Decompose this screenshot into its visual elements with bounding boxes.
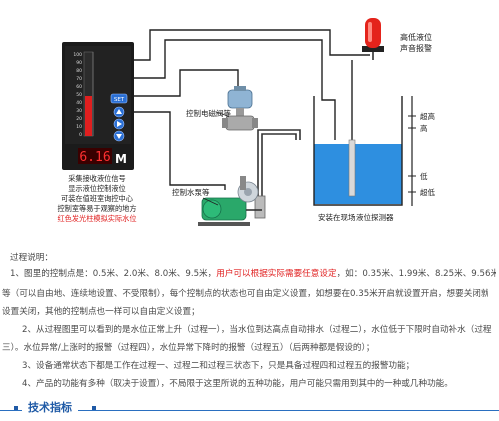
svg-text:50: 50 (76, 92, 82, 98)
level-sensor-icon (348, 60, 356, 197)
description-heading: 过程说明： (10, 253, 53, 263)
svg-text:30: 30 (76, 108, 82, 114)
meter-scale: 100 90 80 70 60 50 40 30 20 10 0 (73, 52, 82, 138)
description-line-3: 设置关闭，其他的控制点也一样可以自由定义设置； (2, 307, 200, 317)
svg-text:采集接收液位信号: 采集接收液位信号 (68, 174, 126, 183)
level-extra-low: 超低 (420, 187, 435, 197)
water-pipe (257, 129, 301, 215)
svg-text:20: 20 (76, 116, 82, 122)
water-pump-icon (198, 176, 259, 226)
sensor-label-2: 液位探测器 (356, 212, 394, 222)
meter-caption: 采集接收液位信号 显示液位控制液位 可装在值班室询控中心 控制室等易于观察的地方… (57, 174, 136, 223)
red-level-bar (85, 96, 92, 136)
svg-text:60: 60 (76, 84, 82, 90)
meter-readout: 6.16 (79, 150, 110, 165)
svg-text:90: 90 (76, 60, 82, 66)
meter-unit: M (115, 152, 127, 166)
description-line-4: 2、从过程图里可以看到的是水位正常上升（过程一），当水位到达高点自动排水（过程二… (22, 325, 492, 335)
control-wiring (134, 29, 370, 190)
description-highlight: 用户可以根据实际需要任意设定 (216, 269, 337, 279)
svg-text:显示液位控制液位: 显示液位控制液位 (68, 184, 126, 193)
svg-text:控制室等易于观察的地方: 控制室等易于观察的地方 (57, 204, 136, 213)
description-line-2: 等（可以自由地、连续地设置、不受限制），每个控制点的状态也可自由定义设置，如想要… (2, 289, 488, 299)
level-ruler: 超高 高 低 超低 (408, 96, 435, 206)
bullet-left-icon (14, 406, 18, 410)
bullet-right-icon (92, 406, 96, 410)
level-meter: 100 90 80 70 60 50 40 30 20 10 0 SET 6.1… (62, 42, 134, 170)
level-extra-high: 超高 (420, 111, 435, 121)
description-line-6: 3、设备通常状态下都是工作在过程一、过程二和过程三状态下，只是具备过程四和过程五… (22, 361, 415, 371)
alarm-label-1: 高低液位 (400, 32, 432, 42)
level-high: 高 (420, 123, 428, 133)
meter-caption-highlight: 红色发光柱模拟实际水位 (57, 214, 136, 223)
water-tank (313, 96, 403, 206)
section-title: 技术指标 (22, 399, 78, 415)
svg-text:0: 0 (79, 132, 82, 138)
alarm-label-2: 声音报警 (400, 43, 432, 53)
section-header: 技术指标 (0, 398, 499, 420)
svg-text:100: 100 (73, 52, 82, 58)
svg-text:10: 10 (76, 124, 82, 130)
valve-label: 控制电磁阀等 (186, 108, 231, 118)
description-line-1: 1、图里的控制点是：0.5米、2.0米、8.0米、9.5米，用户可以根据实际需要… (10, 269, 496, 279)
sensor-label-1: 安装在现场 (318, 212, 356, 222)
level-control-diagram: 高低液位 声音报警 100 90 80 70 60 50 40 30 20 10… (57, 18, 435, 226)
section-rule (0, 410, 499, 411)
level-low: 低 (420, 171, 428, 181)
alarm-siren-icon (362, 18, 384, 60)
set-button[interactable]: SET (110, 93, 128, 104)
pump-label: 控制水泵等 (172, 187, 210, 197)
svg-text:40: 40 (76, 100, 82, 106)
svg-text:SET: SET (114, 97, 125, 103)
svg-text:80: 80 (76, 68, 82, 74)
description-line-5: 三）。水位异常/上涨时的报警（过程四），水位异常下降时的报警（过程五）（后两种都… (2, 343, 375, 353)
svg-text:70: 70 (76, 76, 82, 82)
svg-text:可装在值班室询控中心: 可装在值班室询控中心 (61, 194, 133, 203)
motorized-valve-icon (222, 86, 258, 131)
description-line-7: 4、产品的功能有多种（取决于设置），不局限于这里所说的五种功能，用户可能只需用到… (22, 379, 453, 389)
